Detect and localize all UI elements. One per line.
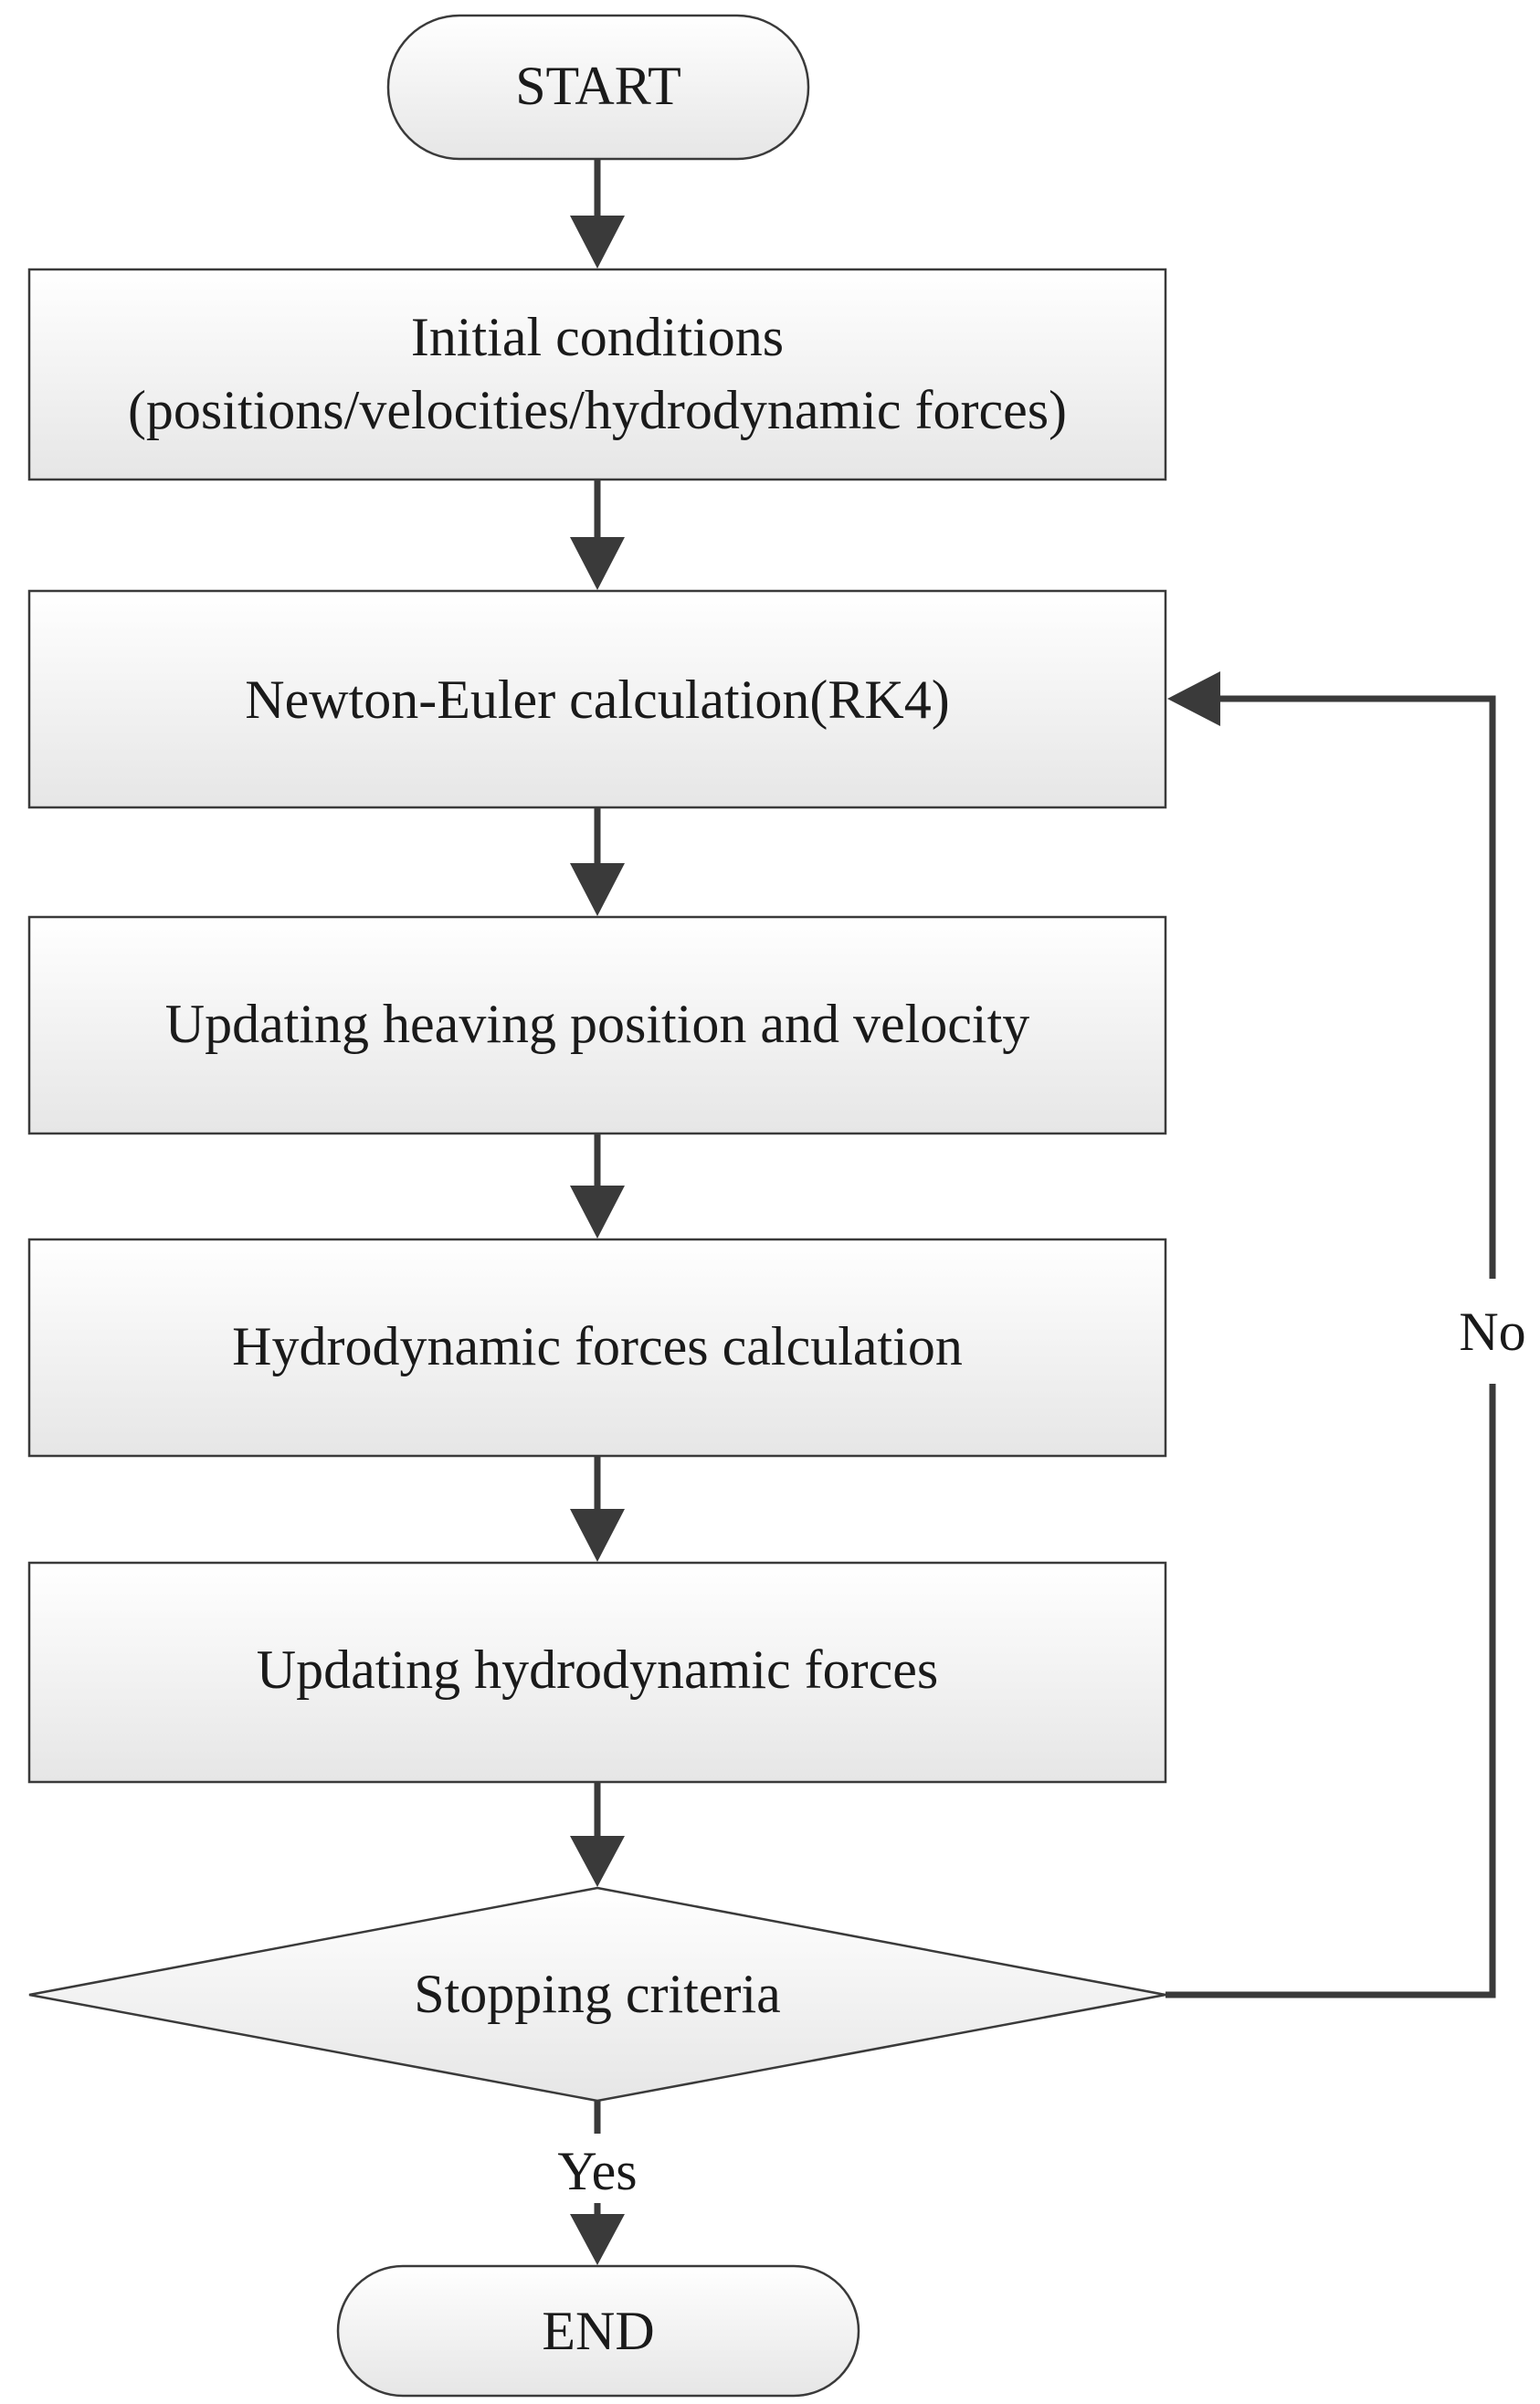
arrow-hydrodynamic-calculation-to-updating-forces [570, 1456, 625, 1562]
arrow-start-to-initial-conditions [570, 159, 625, 269]
newton-euler-label: Newton-Euler calculation(RK4) [245, 670, 949, 730]
updating-position-velocity-box [27, 915, 1167, 1135]
arrow-updating-forces-to-decision [570, 1782, 625, 1887]
hydrodynamic-calculation-label: Hydrodynamic forces calculation [232, 1316, 963, 1376]
start-terminal: START [386, 14, 810, 161]
arrow-newton-euler-to-updating-position [570, 807, 625, 916]
arrow-initial-conditions-to-newton-euler [570, 480, 625, 590]
newton-euler-box [27, 589, 1167, 809]
step-updating-position-velocity: Updating heaving position and velocity [27, 915, 1167, 1135]
updating-hydrodynamic-forces-label: Updating hydrodynamic forces [257, 1640, 938, 1700]
arrow-yes-to-end: Yes [557, 2101, 638, 2265]
start-label: START [515, 56, 681, 116]
decision-label: Stopping criteria [414, 1964, 781, 2024]
updating-position-velocity-label: Updating heaving position and velocity [165, 994, 1030, 1054]
step-newton-euler: Newton-Euler calculation(RK4) [27, 589, 1167, 809]
initial-conditions-box [27, 268, 1167, 481]
end-terminal: END [336, 2264, 860, 2398]
no-label: No [1459, 1302, 1525, 1362]
decision-stopping-criteria: Stopping criteria [28, 1886, 1166, 2103]
step-initial-conditions: Initial conditions (positions/velocities… [27, 268, 1167, 481]
updating-hydrodynamic-forces-box [27, 1561, 1167, 1784]
hydrodynamic-calculation-box [27, 1238, 1167, 1458]
arrow-updating-position-to-hydrodynamic-calculation [570, 1133, 625, 1239]
initial-conditions-line-1: Initial conditions [411, 307, 784, 367]
step-hydrodynamic-calculation: Hydrodynamic forces calculation [27, 1238, 1167, 1458]
yes-label: Yes [557, 2141, 637, 2201]
end-label: END [542, 2301, 654, 2361]
initial-conditions-line-2: (positions/velocities/hydrodynamic force… [128, 380, 1067, 440]
arrow-no-loop: No [1166, 671, 1526, 1998]
end-shape [336, 2264, 860, 2398]
step-updating-hydrodynamic-forces: Updating hydrodynamic forces [27, 1561, 1167, 1784]
